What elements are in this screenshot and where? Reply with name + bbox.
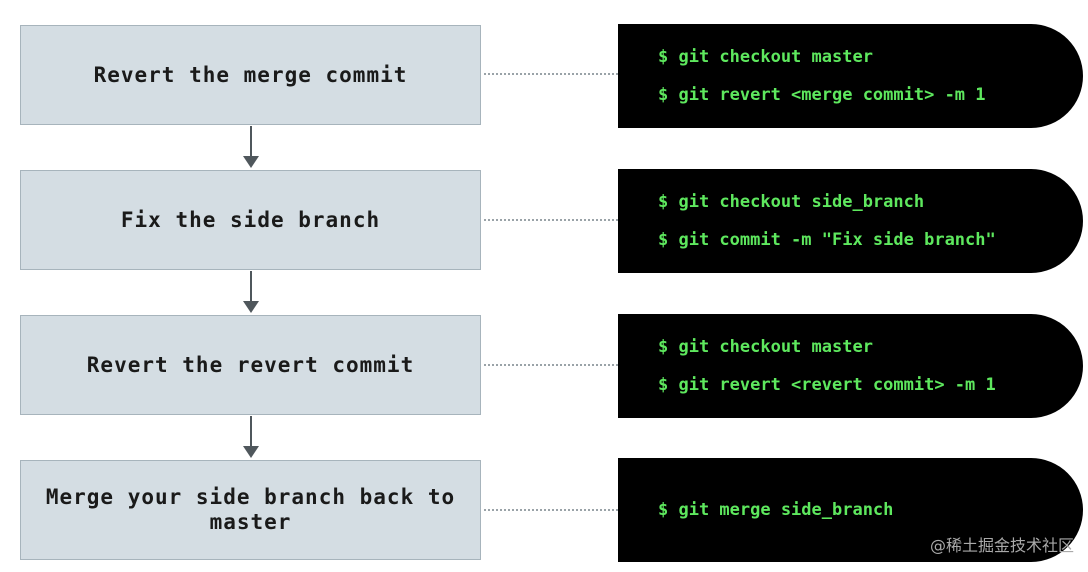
arrow-down-icon <box>242 271 260 315</box>
watermark: @稀土掘金技术社区 <box>929 536 1074 555</box>
command-line: $ git checkout master <box>658 47 873 67</box>
terminal-commands-merge-back: $ git merge side_branch <box>618 458 1083 562</box>
step-box-fix-side-branch: Fix the side branch <box>20 170 481 270</box>
command-line: $ git revert <merge commit> -m 1 <box>658 85 986 105</box>
command-line: $ git merge side_branch <box>658 500 894 520</box>
dotted-connector <box>484 364 618 366</box>
dotted-connector <box>484 219 618 221</box>
command-line: $ git checkout side_branch <box>658 192 925 212</box>
step-label: Fix the side branch <box>120 207 381 232</box>
terminal-commands-fix-side-branch: $ git checkout side_branch $ git commit … <box>618 169 1083 273</box>
command-line: $ git commit -m "Fix side branch" <box>658 230 996 250</box>
terminal-commands-revert-revert: $ git checkout master $ git revert <reve… <box>618 314 1083 418</box>
step-label: Merge your side branch back to master <box>45 485 456 534</box>
arrow-down-icon <box>242 126 260 170</box>
command-line: $ git checkout master <box>658 337 873 357</box>
step-label: Revert the revert commit <box>86 352 415 377</box>
arrow-down-icon <box>242 416 260 460</box>
step-box-revert-merge: Revert the merge commit <box>20 25 481 125</box>
command-line: $ git revert <revert commit> -m 1 <box>658 375 996 395</box>
dotted-connector <box>484 509 618 511</box>
terminal-commands-revert-merge: $ git checkout master $ git revert <merg… <box>618 24 1083 128</box>
step-box-merge-back: Merge your side branch back to master <box>20 460 481 560</box>
dotted-connector <box>484 73 618 75</box>
step-box-revert-revert: Revert the revert commit <box>20 315 481 415</box>
step-label: Revert the merge commit <box>93 62 408 87</box>
